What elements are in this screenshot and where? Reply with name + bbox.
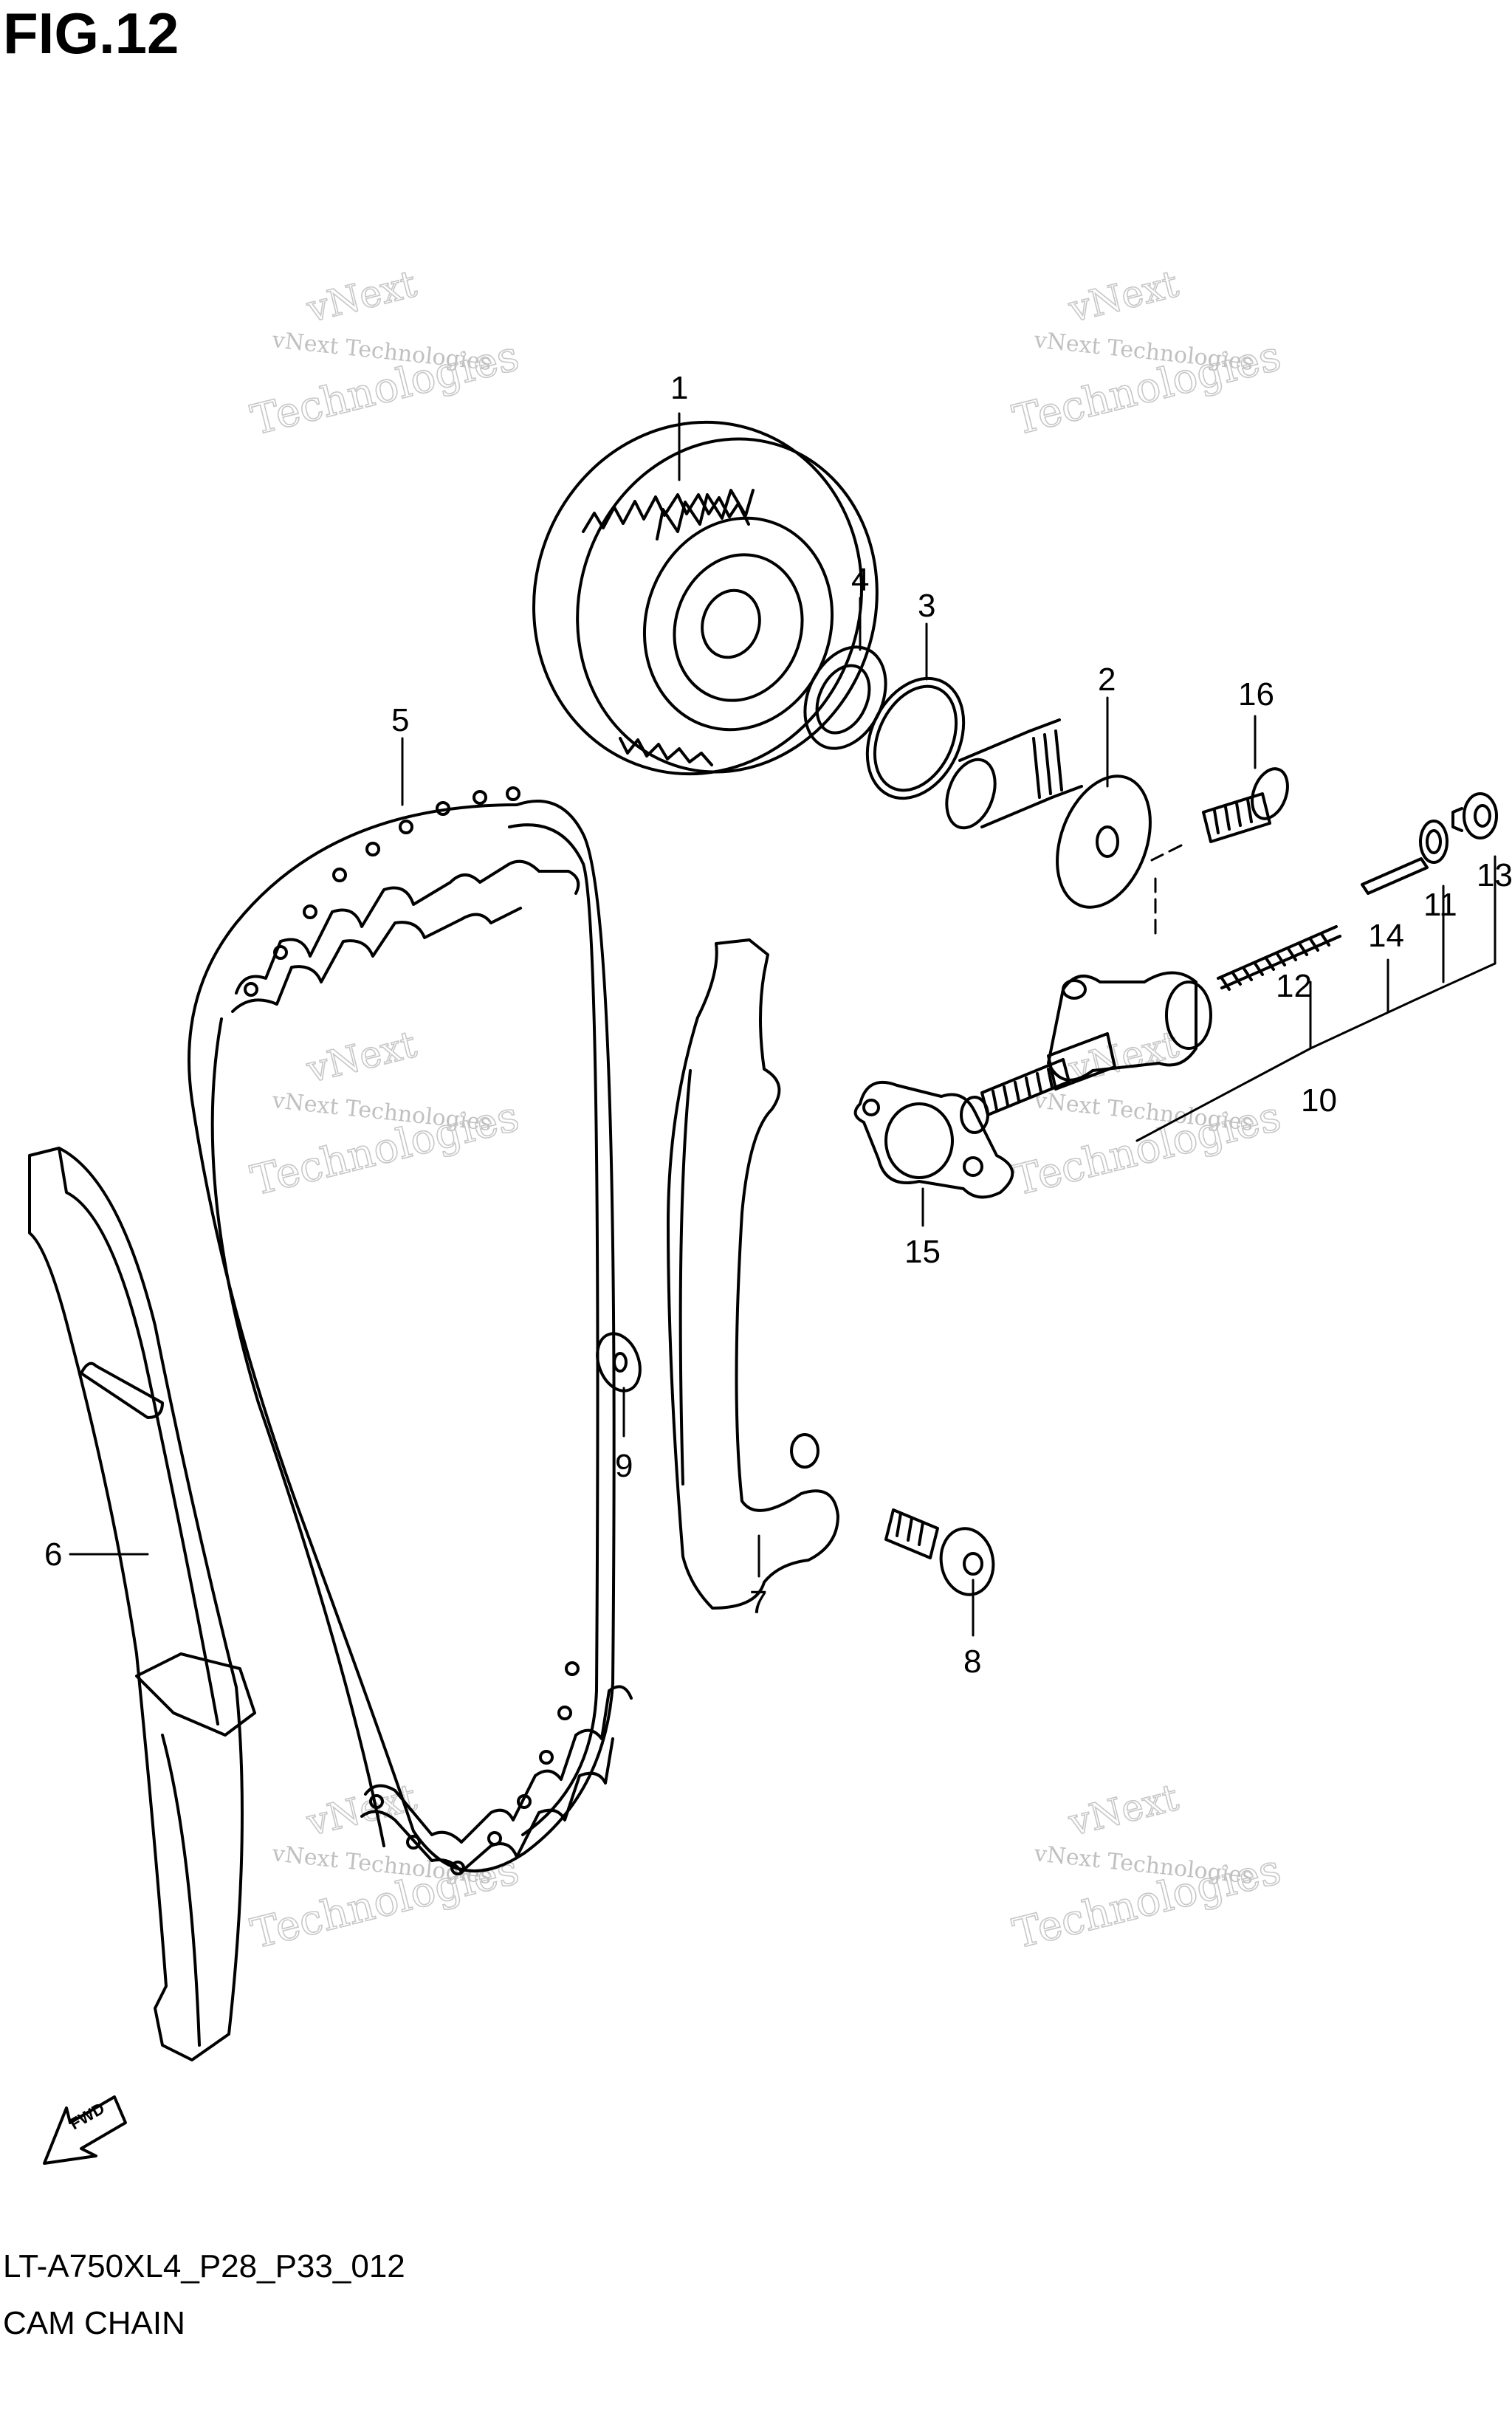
watermark-text-big: vNext (1064, 262, 1182, 331)
callout-1: 1 (670, 370, 688, 406)
callout-numbers: 1 2 3 4 5 6 7 8 9 10 11 12 13 14 15 16 (44, 370, 1512, 1680)
callout-12: 12 (1276, 968, 1312, 1004)
fwd-arrow-icon: FWD (43, 2095, 127, 2165)
chain-links-top (231, 786, 580, 1013)
chain-links-bottom (360, 1661, 633, 1875)
watermark-2: vNext Technologies vNext Technologies (1008, 261, 1286, 445)
part-pin-14 (1361, 857, 1429, 895)
part-cap-bolt (945, 718, 1152, 909)
part-spring (1217, 925, 1341, 991)
callout-4: 4 (851, 562, 869, 598)
watermark-6: vNext Technologies vNext Technologies (1008, 1775, 1286, 1959)
callout-2: 2 (1098, 662, 1116, 698)
callout-11: 11 (1423, 887, 1457, 923)
watermark-5: vNext Technologies vNext Technologies (246, 1775, 524, 1959)
figure-title: FIG.12 (3, 1, 179, 66)
callout-7: 7 (749, 1584, 767, 1621)
part-washer-11 (1419, 820, 1449, 864)
part-bolt-8 (884, 1508, 995, 1596)
part-cam-sprocket (532, 420, 879, 776)
part-bolt-16 (1202, 767, 1289, 843)
callout-9: 9 (615, 1448, 633, 1484)
watermark-text-big: vNext (302, 262, 420, 331)
watermark-text-big: vNext (1064, 1023, 1182, 1091)
part-chain-guide-right (667, 938, 839, 1610)
part-tensioner-assembly (960, 971, 1212, 1134)
callout-6: 6 (44, 1536, 62, 1573)
part-washer-9 (596, 1332, 642, 1392)
leader-lines (69, 412, 1496, 1637)
watermarks: vNext Technologies vNext Technologies vN… (246, 261, 1286, 1959)
part-chain-guide-left (28, 1147, 256, 2061)
watermark-text-big: vNext (1064, 1776, 1182, 1844)
callout-5: 5 (391, 702, 409, 738)
part-bolt-13 (1451, 792, 1498, 839)
callout-8: 8 (963, 1644, 981, 1680)
diagram-caption: CAM CHAIN (3, 2305, 185, 2341)
watermark-3: vNext Technologies vNext Technologies (246, 1022, 524, 1206)
diagram-code: LT-A750XL4_P28_P33_012 (3, 2248, 405, 2284)
callout-14: 14 (1368, 918, 1404, 954)
callout-10: 10 (1301, 1082, 1337, 1119)
watermark-text-big: vNext (302, 1776, 420, 1844)
callout-3: 3 (918, 588, 935, 624)
part-o-ring (865, 676, 966, 800)
callout-15: 15 (904, 1234, 941, 1270)
part-gasket (853, 1081, 1014, 1199)
part-cam-chain (188, 786, 633, 1875)
callout-13: 13 (1477, 857, 1512, 893)
watermark-text-big: vNext (302, 1023, 420, 1091)
callout-16: 16 (1238, 676, 1274, 712)
watermark-1: vNext Technologies vNext Technologies (246, 261, 524, 445)
